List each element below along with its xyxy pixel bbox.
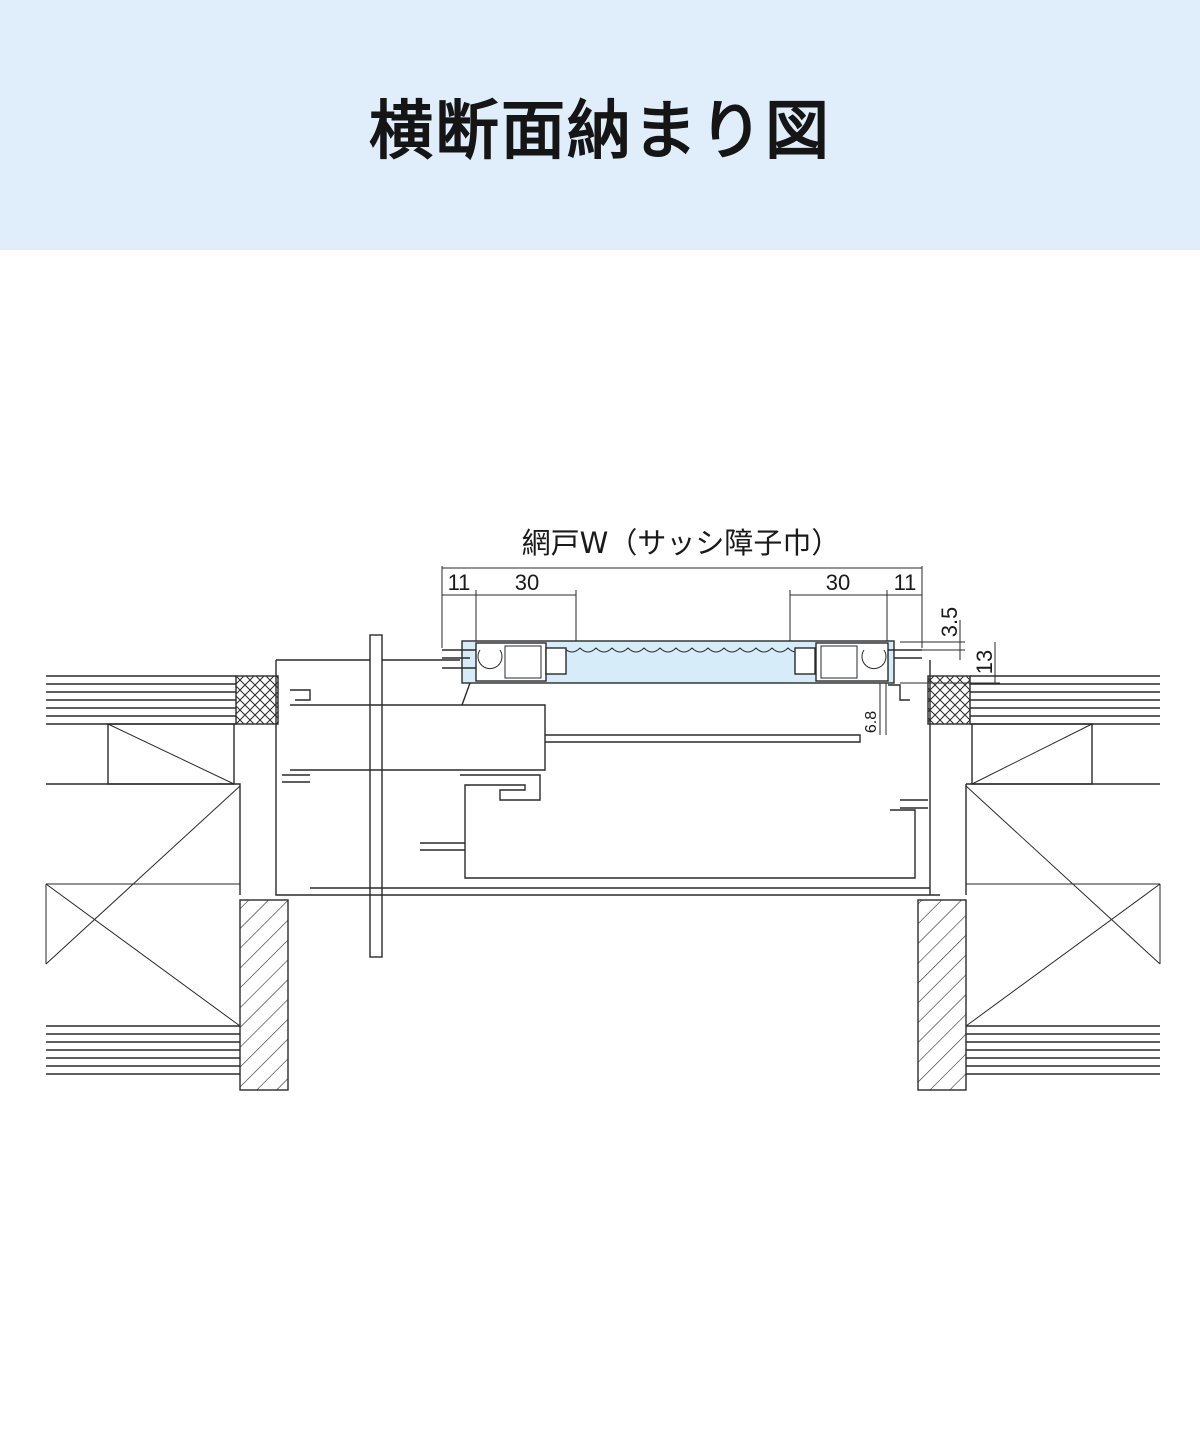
header-banner: 横断面納まり図 <box>0 0 1200 250</box>
screen-door-profile <box>442 640 922 706</box>
dim-left-stile: 30 <box>515 570 539 595</box>
left-wall <box>45 675 289 1091</box>
sash-frame <box>275 634 940 958</box>
dim-depth: 13 <box>972 650 997 674</box>
dim-left-frame: 11 <box>448 570 471 595</box>
drawing-caption: 網戸W（サッシ障子巾） <box>522 526 841 560</box>
dim-right-stile: 30 <box>826 570 850 595</box>
dim-right-frame: 11 <box>894 570 917 595</box>
right-wall <box>917 675 1161 1091</box>
page-title: 横断面納まり図 <box>369 95 831 169</box>
dim-offset-top: 3.5 <box>937 607 962 638</box>
dim-gap: 6.8 <box>863 711 880 733</box>
